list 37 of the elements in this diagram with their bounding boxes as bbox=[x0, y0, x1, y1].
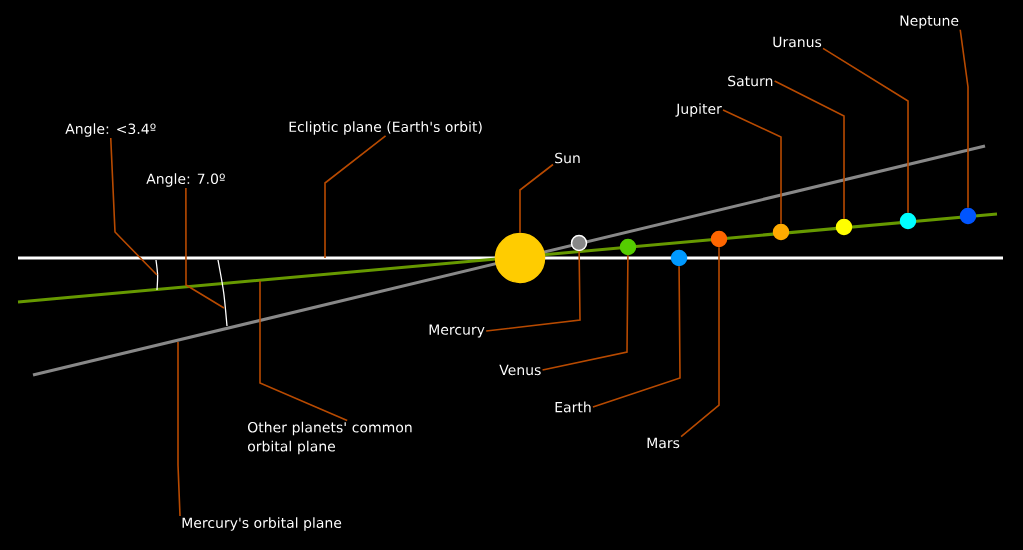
planet-label: Uranus bbox=[773, 36, 822, 48]
leader-line bbox=[259, 280, 348, 422]
sun bbox=[494, 232, 546, 284]
planet-label: Mercury bbox=[429, 324, 485, 338]
leader-line bbox=[680, 246, 720, 438]
leader-line bbox=[485, 250, 581, 332]
plane-label: Mercury's orbital plane bbox=[182, 517, 342, 531]
planet-dot bbox=[570, 234, 588, 252]
planet-label: Saturn bbox=[728, 75, 773, 87]
angle-label: Angle: <3.4º bbox=[65, 123, 156, 137]
planet-label: Neptune bbox=[900, 15, 959, 29]
planet-dot bbox=[670, 249, 688, 267]
leader-line bbox=[722, 109, 782, 225]
planet-dot bbox=[710, 230, 728, 248]
planet-label: Venus bbox=[499, 364, 541, 376]
angle-label: Angle: 7.0º bbox=[146, 173, 225, 187]
leader-line bbox=[592, 265, 681, 408]
planet-label: Earth bbox=[555, 401, 591, 413]
leader-line bbox=[185, 187, 225, 309]
leader-line bbox=[541, 254, 629, 371]
leader-line bbox=[519, 163, 554, 234]
planet-dot bbox=[959, 207, 977, 225]
leader-line bbox=[109, 137, 158, 276]
leader-line bbox=[959, 28, 969, 209]
planet-dot bbox=[619, 238, 637, 256]
plane-label: Ecliptic plane (Earth's orbit) bbox=[289, 121, 482, 135]
leader-line bbox=[773, 80, 845, 220]
planet-dot bbox=[899, 212, 917, 230]
planet-dot bbox=[772, 223, 790, 241]
leader-line bbox=[822, 47, 909, 214]
sun-label: Sun bbox=[555, 152, 580, 164]
planet-dot bbox=[835, 218, 853, 236]
plane-label: Other planets' common orbital plane bbox=[247, 421, 412, 455]
leader-line bbox=[324, 135, 387, 259]
planet-label: Mars bbox=[647, 437, 680, 449]
planet-label: Jupiter bbox=[675, 103, 722, 117]
leader-line bbox=[177, 341, 181, 517]
